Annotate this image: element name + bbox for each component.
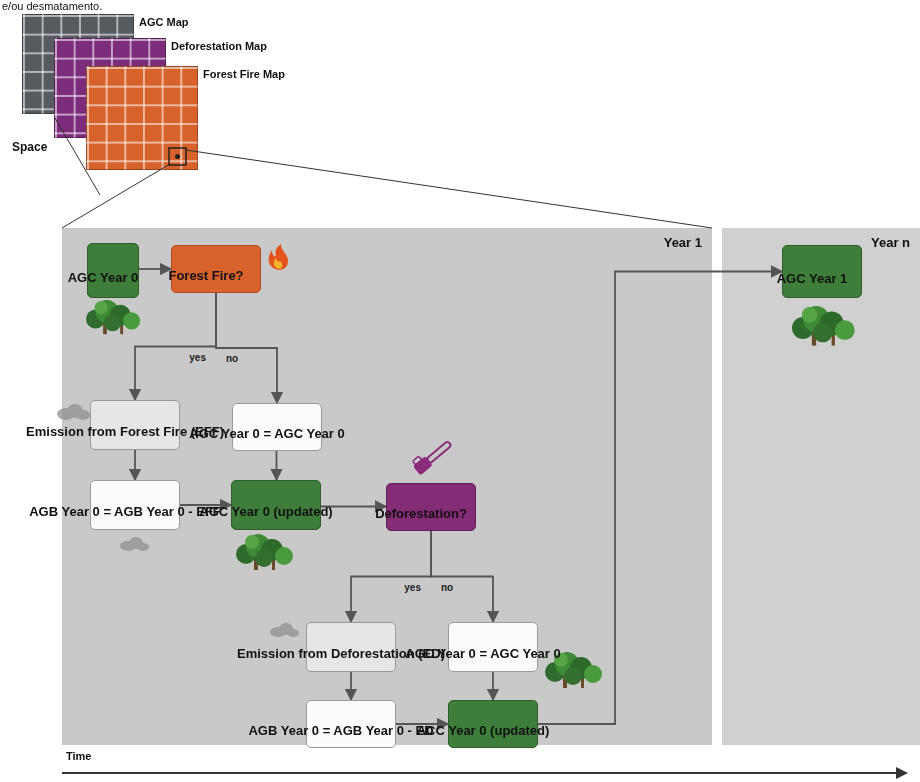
flow-arrow: [134, 450, 136, 480]
node-text: AGC Year 0: [68, 270, 139, 286]
flow-arrow: [135, 293, 216, 400]
carbon-box: AGC Year 0 (updated): [231, 480, 321, 530]
axis-label: Time: [66, 750, 91, 762]
branch-label: yes: [402, 582, 423, 593]
node-text: AGC Year 0 = AGC Year 0: [405, 646, 561, 662]
flow-arrow: [538, 272, 782, 725]
selected-cell: [169, 148, 186, 165]
flow-arrow: [351, 531, 431, 622]
carbon-box: AGC Year 1: [782, 245, 862, 298]
flow-arrow: [139, 268, 171, 270]
axis-label: Space: [12, 140, 47, 154]
time-arrow: [62, 767, 908, 779]
tree-icon: [86, 300, 140, 334]
decision-box: Forest Fire?: [171, 245, 261, 293]
node-text: Forest Fire Map: [203, 68, 285, 80]
space-axis: [55, 118, 100, 195]
emission-box: Emission from Deforestation (ED): [306, 622, 396, 672]
emission-box: Emission from Forest Fire (EFF): [90, 400, 180, 450]
flow-arrow: [276, 451, 278, 480]
tree-icon: [792, 306, 855, 346]
chainsaw-icon: [410, 436, 453, 476]
flow-arrow: [180, 504, 231, 506]
flame-icon: [269, 244, 288, 270]
process-box: AGB Year 0 = AGB Year 0 - EFF: [90, 480, 180, 530]
node-text: Year n: [871, 235, 910, 250]
node-text: AGC Map: [139, 16, 189, 28]
tree-icons: [86, 300, 855, 688]
flow-arrow: [350, 672, 352, 700]
tree-icon: [236, 534, 293, 570]
carbon-box: ACC Year 0 (updated): [448, 700, 538, 748]
caption-fragment: e/ou desmatamento.: [2, 0, 102, 12]
year-panel: Year n AGC Year 1: [722, 228, 920, 745]
cloud-icons: [57, 404, 299, 637]
branch-label: yes: [187, 352, 208, 363]
forest-fire-map-grid: Forest Fire Map: [86, 66, 198, 170]
flow-arrow: [431, 531, 493, 622]
process-box: AGB Year 0 = AGB Year 0 - ED: [306, 700, 396, 748]
cell-dot: [175, 154, 180, 159]
node-text: AGB Year 0 = AGB Year 0 - ED: [248, 723, 433, 739]
flow-arrow: [321, 506, 386, 508]
node-text: Deforestation?: [375, 506, 467, 522]
node-text: Year 1: [664, 235, 702, 250]
node-text: AGC Year 0 (updated): [199, 504, 332, 520]
node-text: ACC Year 0 (updated): [417, 723, 550, 739]
node-text: AGC Year 1: [777, 271, 848, 287]
node-text: Deforestation Map: [171, 40, 267, 52]
carbon-box: AGC Year 0: [87, 243, 139, 298]
process-box: AGC Year 0 = AGC Year 0: [232, 403, 322, 451]
flow-arrow: [216, 293, 277, 403]
branch-label: no: [224, 353, 240, 364]
year-panel: Year 1 AGC Year 0 Forest Fire? Emission fro…: [62, 228, 712, 745]
flow-arrow: [396, 723, 448, 725]
process-box: AGC Year 0 = AGC Year 0: [448, 622, 538, 672]
tree-icon: [545, 652, 602, 688]
zoom-lines: [62, 150, 712, 228]
branch-label: no: [439, 582, 455, 593]
decision-box: Deforestation?: [386, 483, 476, 531]
node-text: AGB Year 0 = AGB Year 0 - EFF: [29, 504, 221, 520]
node-text: AGC Year 0 = AGC Year 0: [189, 426, 345, 442]
flow-arrow: [492, 672, 494, 700]
node-text: Forest Fire?: [168, 268, 243, 284]
